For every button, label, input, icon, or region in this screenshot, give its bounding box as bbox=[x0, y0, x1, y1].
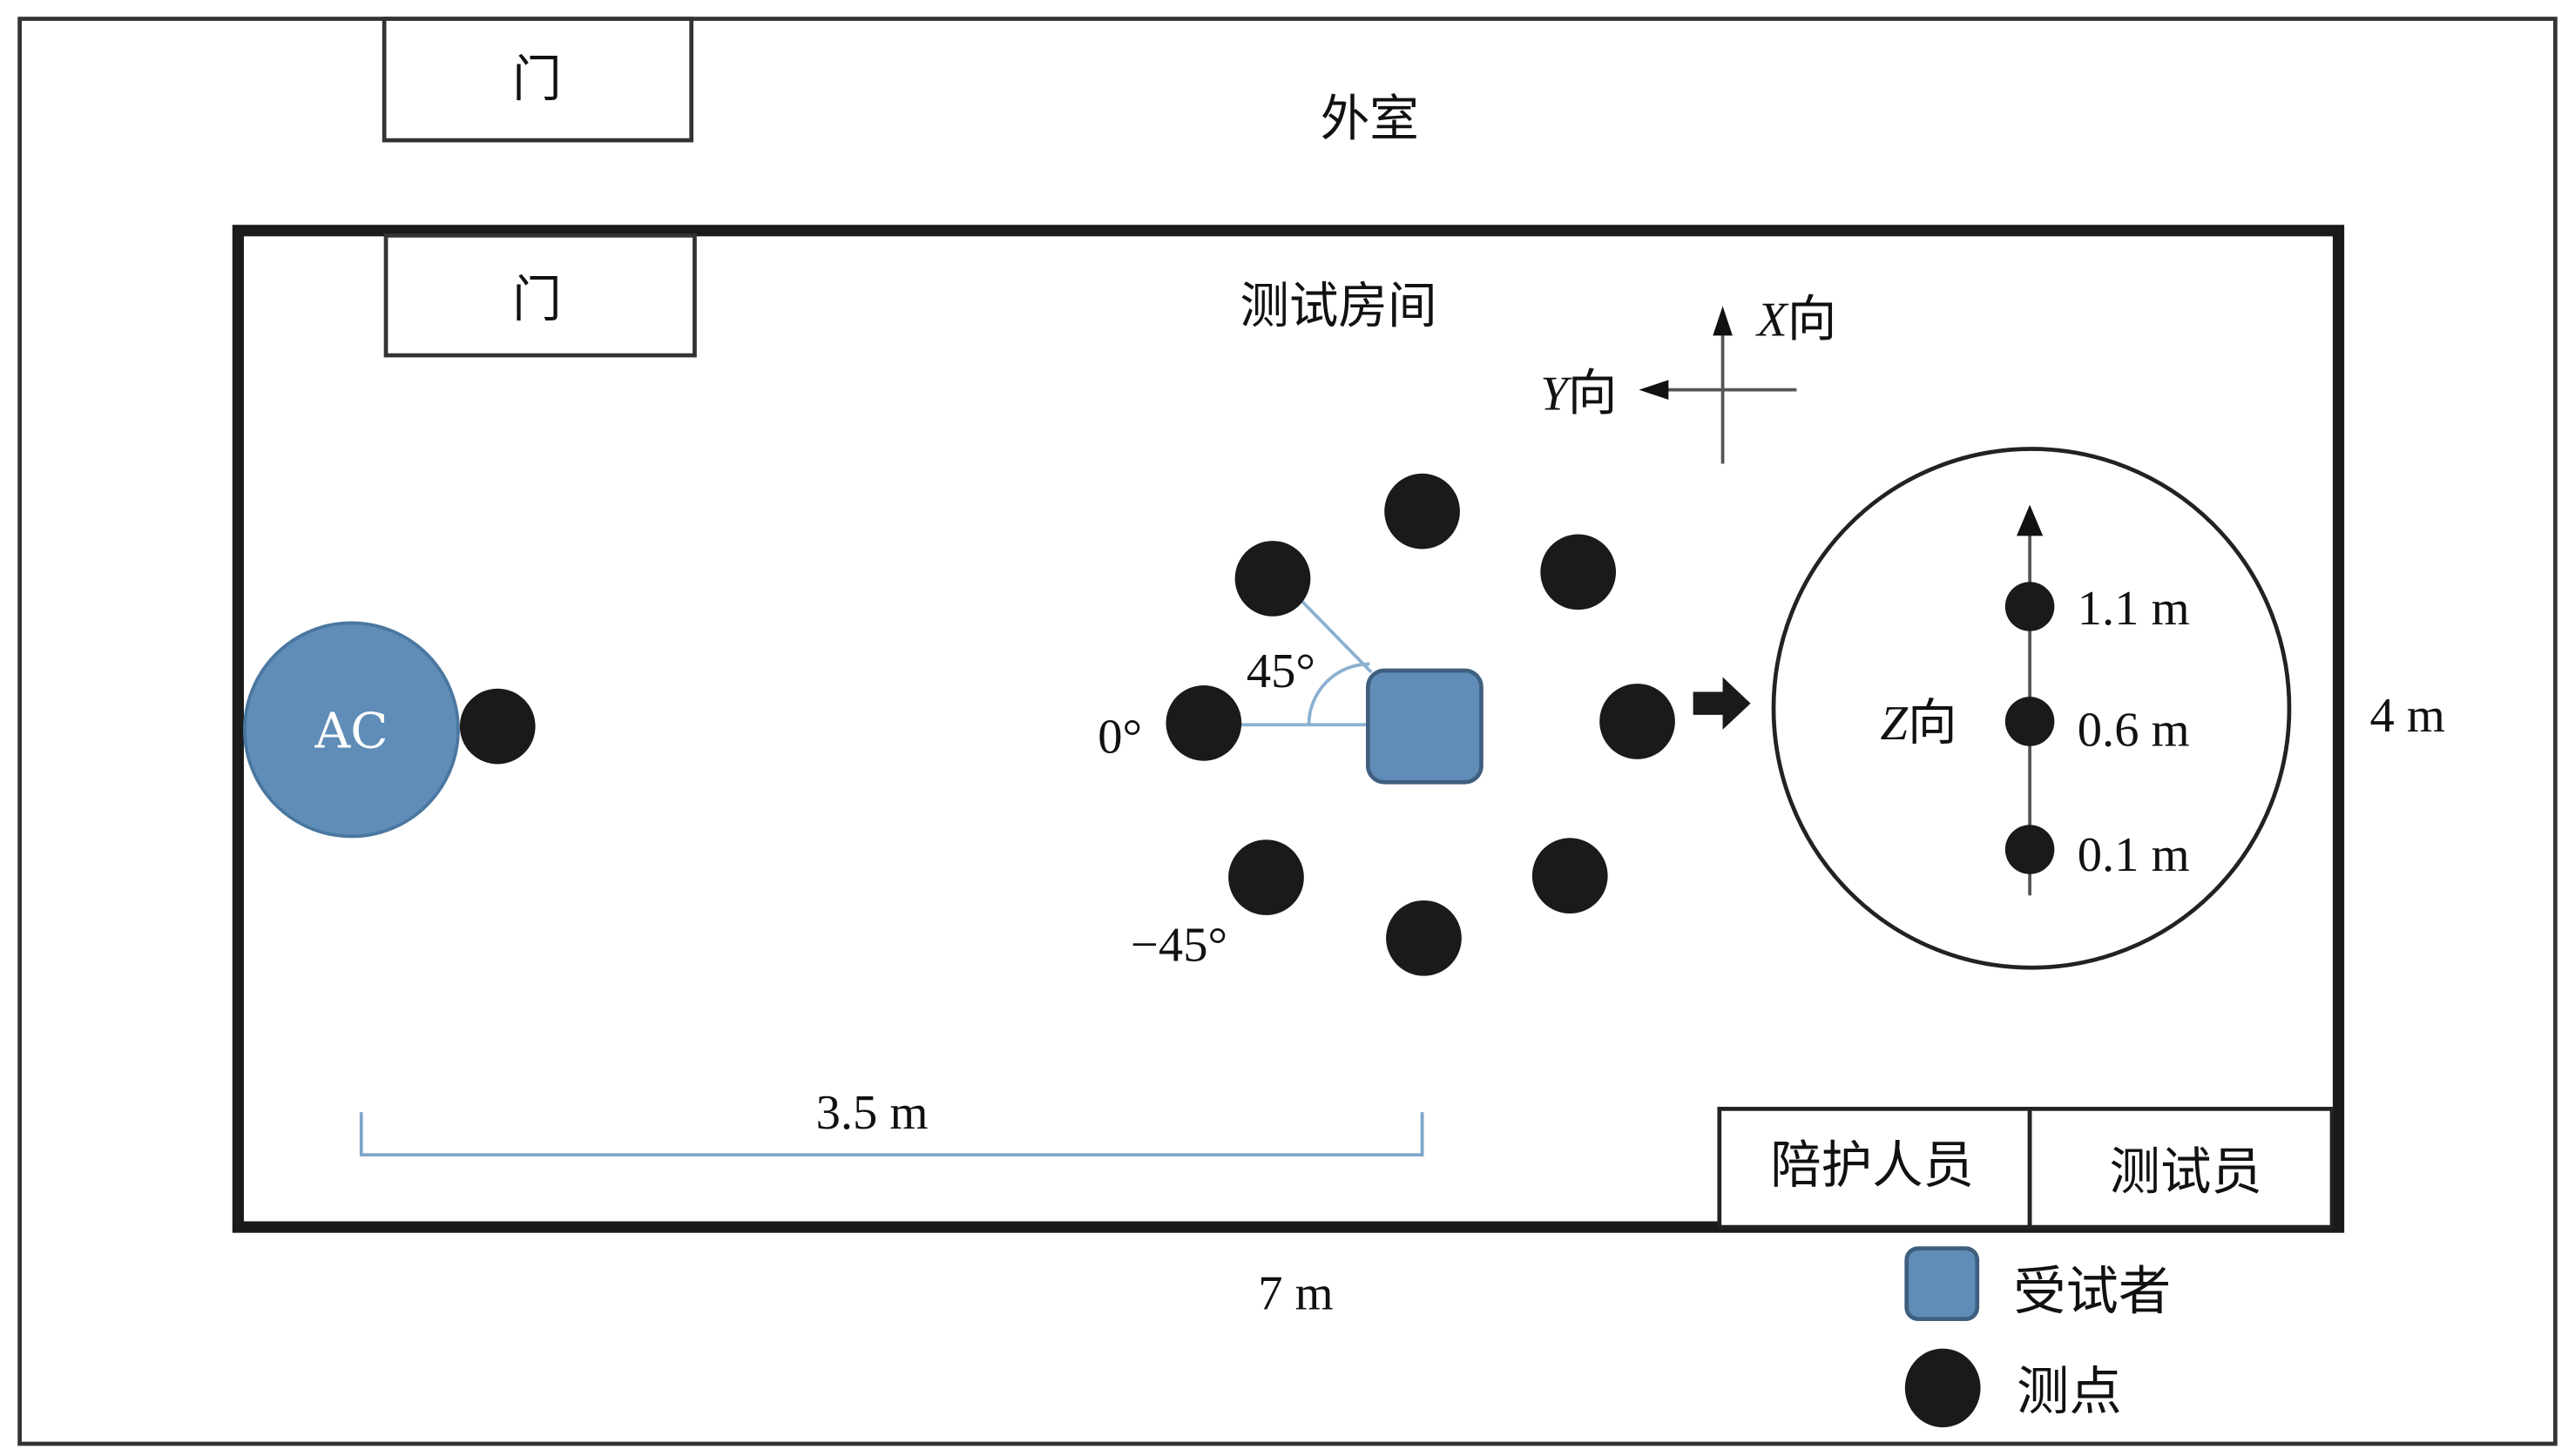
subject bbox=[1366, 668, 1483, 785]
measure-point bbox=[1228, 839, 1304, 915]
height-label: 1.1 m bbox=[2078, 582, 2190, 636]
ac-label: AC bbox=[314, 704, 388, 760]
ac-unit bbox=[243, 621, 460, 839]
x-arrow-icon bbox=[1713, 306, 1733, 336]
test-room-border bbox=[232, 225, 2345, 1233]
room-width-label: 4 m bbox=[2370, 689, 2445, 743]
measure-point bbox=[1531, 838, 1608, 914]
test-room-door-label: 门 bbox=[512, 272, 562, 328]
height-point bbox=[2004, 697, 2055, 746]
tester-label: 测试员 bbox=[2110, 1143, 2262, 1202]
angle-label-45: 45° bbox=[1247, 644, 1315, 698]
height-point bbox=[2004, 825, 2055, 874]
measure-point bbox=[1234, 541, 1311, 617]
outer-room-label: 外室 bbox=[1321, 91, 1419, 147]
angle-label-minus-45: −45° bbox=[1131, 919, 1227, 973]
tester-station bbox=[2027, 1107, 2335, 1230]
measure-point bbox=[1599, 684, 1675, 759]
z-arrow-icon bbox=[2017, 504, 2044, 536]
45-angle-line bbox=[1301, 600, 1373, 674]
measure-point bbox=[1386, 900, 1462, 976]
test-room-label: 测试房间 bbox=[1240, 278, 1436, 334]
legend-point-label: 测点 bbox=[2017, 1361, 2122, 1422]
outer-room-border bbox=[17, 17, 2558, 1446]
measure-point bbox=[1540, 534, 1617, 610]
outer-door-label: 门 bbox=[512, 51, 562, 108]
angle-arc bbox=[1307, 662, 1370, 725]
legend-point-swatch bbox=[1904, 1348, 1981, 1428]
direction-axes: X向 Y向 bbox=[1540, 291, 1836, 464]
outer-door bbox=[382, 17, 694, 143]
distance-dimension: 3.5 m bbox=[359, 1086, 1424, 1157]
right-arrow-icon bbox=[1693, 677, 1751, 730]
z-direction-detail: 1.1 m 0.6 m 0.1 m Z向 bbox=[1771, 447, 2292, 970]
test-room-door bbox=[383, 233, 697, 358]
y-direction-label: Y向 bbox=[1540, 365, 1617, 421]
height-label: 0.6 m bbox=[2078, 704, 2190, 758]
height-label: 0.1 m bbox=[2078, 828, 2190, 882]
height-point bbox=[2004, 582, 2055, 631]
measure-point-ac bbox=[459, 688, 536, 765]
measure-point bbox=[1166, 684, 1242, 761]
legend-subject-swatch bbox=[1904, 1246, 1980, 1322]
angle-label-0: 0° bbox=[1098, 710, 1142, 764]
distance-label: 3.5 m bbox=[816, 1086, 929, 1140]
measurement-points bbox=[1166, 473, 1675, 976]
measure-point bbox=[1384, 473, 1460, 549]
x-direction-label: X向 bbox=[1755, 291, 1836, 347]
companion-label: 陪护人员 bbox=[1770, 1136, 1974, 1195]
z-direction-label: Z向 bbox=[1881, 695, 1957, 752]
room-length-label: 7 m bbox=[1258, 1266, 1333, 1320]
legend: 受试者 测点 bbox=[1904, 1246, 2171, 1428]
y-arrow-icon bbox=[1639, 380, 1669, 400]
companion-station bbox=[1717, 1107, 2032, 1230]
legend-subject-label: 受试者 bbox=[2013, 1261, 2171, 1322]
